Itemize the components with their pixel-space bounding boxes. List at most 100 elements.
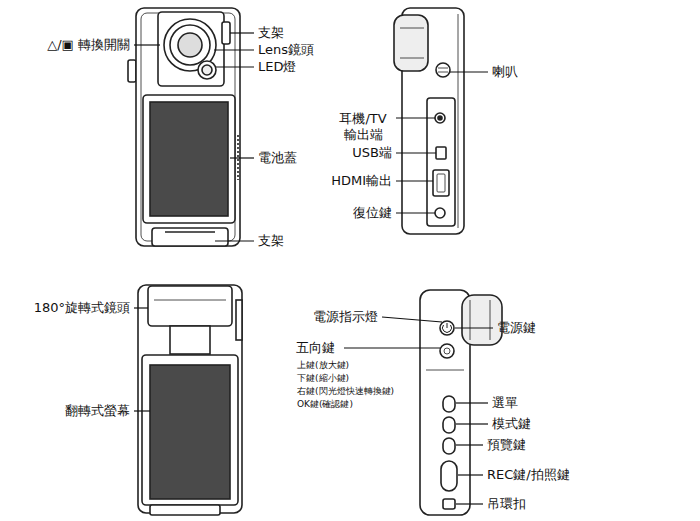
rotating-lens: [148, 286, 232, 326]
part-label: 翻轉式螢幕: [65, 403, 130, 419]
camera-body: [136, 8, 240, 246]
part-label: 電源鍵: [497, 320, 536, 336]
leader-line: [214, 49, 254, 50]
part-label: 180°旋轉式鏡頭: [34, 300, 130, 316]
battery-cover-frame: [143, 95, 235, 223]
mode-button: [443, 417, 455, 433]
leader-line: [215, 240, 254, 241]
part-label: 復位鍵: [353, 205, 392, 221]
lens-line: [470, 300, 471, 340]
part-label: 吊環扣: [487, 496, 526, 512]
menu-button: [443, 396, 455, 412]
part-label: 支架: [258, 25, 284, 41]
five-way-key: [444, 348, 450, 354]
earphone-jack: [435, 113, 445, 123]
leader-line: [396, 180, 433, 181]
mode-switch: [128, 60, 136, 82]
power-button: [440, 321, 454, 335]
leader-line: [458, 474, 483, 475]
lens-bulge: [394, 15, 428, 71]
lens-line: [154, 300, 226, 301]
lens-housing: [158, 12, 224, 86]
leader-line: [455, 327, 493, 328]
port-panel: [427, 98, 455, 226]
leader-line: [396, 117, 435, 118]
lens-bulge: [462, 295, 502, 345]
leader-line: [344, 347, 440, 348]
body-edge: [458, 14, 459, 228]
stand-bottom: [150, 505, 220, 515]
side-view: [394, 8, 464, 234]
part-label: 喇叭: [492, 64, 518, 80]
part-label: 五向鍵: [296, 340, 335, 356]
leader-line: [396, 152, 436, 153]
lens-line: [400, 58, 424, 59]
part-label: LED燈: [258, 59, 296, 75]
lens-line: [490, 300, 491, 340]
key-note: 下鍵(縮小鍵): [297, 373, 349, 384]
power-symbol: [443, 323, 452, 332]
lens-glass: [178, 33, 202, 57]
leader-line: [134, 44, 160, 45]
part-label: 電源指示燈: [313, 309, 378, 325]
camera-body: [138, 285, 242, 513]
leader-line: [382, 317, 442, 322]
led-light: [198, 61, 216, 79]
front-view: [128, 8, 240, 246]
part-label: △/▣ 轉換開關: [47, 37, 130, 53]
stand-bottom: [152, 228, 228, 246]
leader-line: [456, 444, 483, 445]
usb-port: [436, 147, 446, 159]
leader-line: [230, 157, 254, 158]
lens-ring: [170, 25, 210, 65]
part-label: 耳機/TV 輸出端: [334, 111, 392, 143]
battery-cover: [150, 102, 228, 216]
leader-line: [456, 503, 483, 504]
leader-lines: [134, 33, 493, 504]
leader-line: [216, 66, 254, 67]
body-line: [426, 370, 464, 371]
leader-line: [450, 71, 488, 72]
leader-line: [396, 212, 435, 213]
reset-button: [435, 208, 445, 218]
key-note: 右鍵(閃光燈快速轉換鍵): [297, 386, 394, 397]
grille-line: [438, 72, 448, 73]
preview-button: [443, 438, 455, 454]
leader-line: [456, 423, 488, 424]
grille-line: [438, 68, 448, 69]
speaker-grille: [436, 63, 450, 77]
flip-screen: [150, 365, 230, 499]
five-way-key: [440, 344, 454, 358]
lens-hinge: [170, 326, 210, 354]
screen-frame: [142, 355, 238, 505]
part-label: 預覽鍵: [487, 437, 526, 453]
body-edge: [141, 13, 235, 241]
part-label: Lens鏡頭: [258, 42, 314, 58]
stand-line: [165, 231, 215, 233]
key-note: 上鍵(放大鍵): [297, 360, 349, 371]
hdmi-port: [433, 170, 449, 196]
leader-line: [456, 402, 488, 403]
part-label: REC鍵/拍照鍵: [487, 467, 570, 483]
hdmi-port: [437, 174, 445, 192]
leader-line: [230, 32, 254, 33]
part-label: 選單: [492, 395, 518, 411]
leader-line: [134, 410, 150, 411]
lens-line: [400, 28, 424, 29]
hinge-side: [236, 300, 242, 340]
part-label: HDMI輸出: [331, 173, 392, 189]
key-note: OK鍵(確認鍵): [297, 399, 353, 410]
strap-ring: [443, 499, 455, 509]
part-label: 支架: [258, 233, 284, 249]
earphone-jack: [438, 116, 442, 120]
open-view: [138, 285, 242, 515]
led-light: [202, 65, 212, 75]
leader-line: [134, 307, 148, 308]
part-label: 電池蓋: [258, 150, 297, 166]
stand-top: [222, 22, 230, 44]
part-label: 模式鍵: [492, 416, 531, 432]
rec-button: [441, 461, 457, 491]
part-label: USB端: [352, 145, 392, 161]
